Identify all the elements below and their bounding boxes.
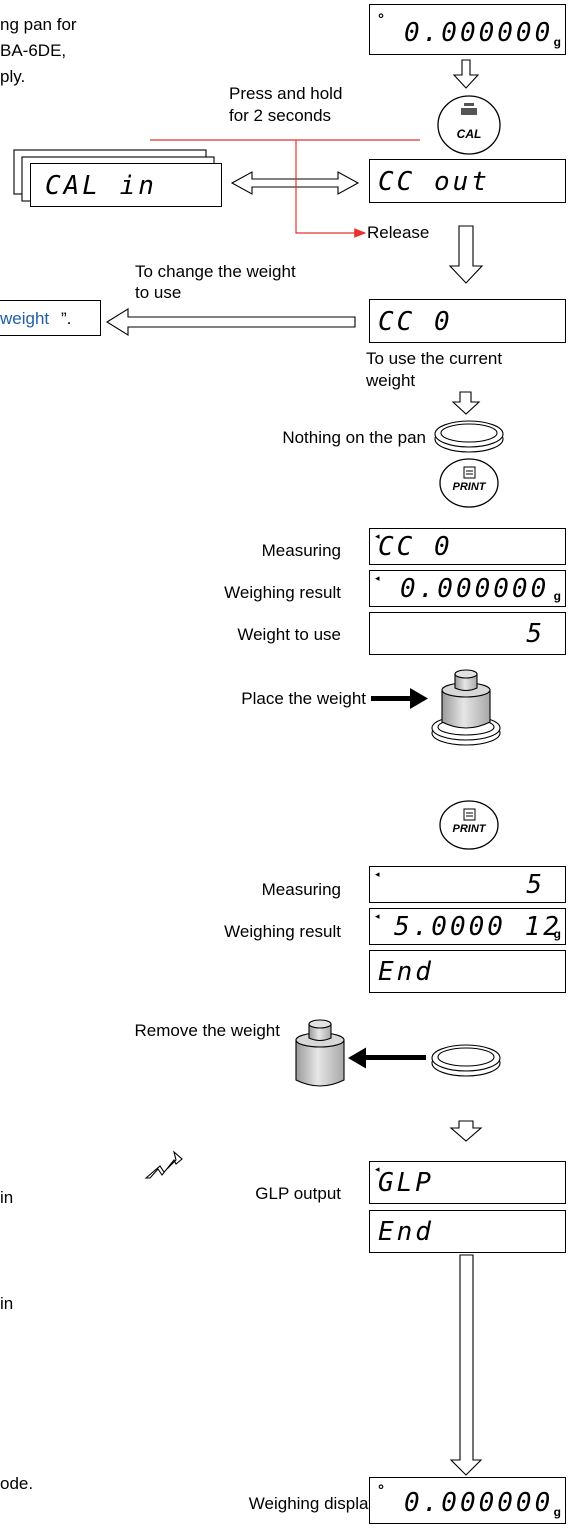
left-arrow bbox=[105, 308, 356, 336]
weighing-display-label: Weighing display bbox=[248, 1494, 377, 1513]
print-key-label-1: PRINT bbox=[452, 481, 486, 493]
fragment-in-2: in bbox=[0, 1294, 14, 1313]
display-measuring-cc0: ◂ CC 0 bbox=[369, 528, 566, 565]
display-cc-out: CC out bbox=[369, 159, 566, 203]
display-weight-5-value: 5 bbox=[526, 619, 545, 649]
display-top-unit: g bbox=[553, 35, 561, 49]
reference-box: weight ”. bbox=[0, 300, 101, 336]
print-key-1[interactable]: PRINT bbox=[440, 459, 498, 507]
down-arrow-1 bbox=[452, 59, 480, 89]
display-result-1-value: 0.000000 bbox=[400, 574, 550, 604]
empty-pan bbox=[434, 420, 504, 453]
fragment-in-1: in bbox=[0, 1188, 14, 1207]
display-cc-0: CC 0 bbox=[369, 299, 566, 343]
display-bottom-value: 0.000000 bbox=[404, 1488, 554, 1518]
result-indicator-1: ◂ bbox=[375, 573, 380, 583]
stable-indicator: ° bbox=[378, 11, 384, 28]
display-cal-in-value: CAL in bbox=[45, 171, 157, 201]
display-result-2-unit: g bbox=[553, 927, 561, 941]
display-bottom-unit: g bbox=[553, 1505, 561, 1519]
double-arrow bbox=[230, 171, 360, 195]
print-key-label-2: PRINT bbox=[452, 823, 486, 835]
display-end-2-value: End bbox=[378, 1217, 434, 1247]
print-key-2[interactable]: PRINT bbox=[440, 801, 498, 849]
glp-output-icon bbox=[144, 1150, 183, 1179]
glp-indicator: ◂ bbox=[375, 1164, 380, 1174]
measuring-indicator-1: ◂ bbox=[375, 531, 380, 541]
change-weight-label-1: To change the weight bbox=[135, 262, 296, 281]
removed-weight bbox=[295, 1019, 345, 1087]
place-arrow bbox=[371, 688, 428, 709]
reference-end: ”. bbox=[61, 309, 72, 328]
place-weight-label: Place the weight bbox=[241, 689, 366, 708]
stable-indicator-bottom: ° bbox=[378, 1482, 384, 1499]
display-cc-out-value: CC out bbox=[378, 167, 490, 197]
press-hold-label-2: for 2 seconds bbox=[229, 106, 332, 125]
fragment-ode: ode. bbox=[0, 1474, 34, 1493]
current-weight-label-2: weight bbox=[366, 371, 416, 390]
display-bottom: ° 0.000000 g bbox=[369, 1477, 566, 1524]
empty-pan-2 bbox=[431, 1044, 501, 1077]
release-label: Release bbox=[367, 223, 430, 242]
cal-key-label: CAL bbox=[456, 127, 482, 141]
display-end-2: End bbox=[369, 1210, 566, 1253]
measuring-label-2: Measuring bbox=[261, 880, 341, 899]
display-result-2-value: 5.0000 12 bbox=[394, 912, 562, 942]
cal-key-shape bbox=[437, 95, 501, 155]
display-end-1-value: End bbox=[378, 957, 434, 987]
remove-weight-label: Remove the weight bbox=[134, 1021, 280, 1040]
reference-link[interactable]: weight bbox=[0, 309, 50, 328]
intro-line-3: ply. bbox=[0, 67, 26, 86]
weighing-result-label-2: Weighing result bbox=[224, 922, 341, 941]
display-top: ° 0.000000 g bbox=[369, 4, 566, 55]
display-result-1-unit: g bbox=[553, 589, 561, 603]
result-indicator-2: ◂ bbox=[375, 911, 380, 921]
cal-key[interactable]: CAL bbox=[438, 96, 500, 154]
nothing-on-pan-label: Nothing on the pan bbox=[282, 428, 426, 447]
display-cc-0-value: CC 0 bbox=[378, 307, 453, 337]
down-arrow-long bbox=[449, 1254, 483, 1476]
display-result-1: ◂ 0.000000 g bbox=[369, 570, 566, 607]
down-arrow-2 bbox=[448, 225, 484, 284]
display-measuring-cc0-value: CC 0 bbox=[378, 532, 453, 562]
display-top-value: 0.000000 bbox=[404, 18, 554, 48]
display-result-2: ◂ 5.0000 12 g bbox=[369, 908, 566, 945]
down-arrow-4 bbox=[449, 1120, 483, 1142]
measuring-indicator-2: ◂ bbox=[375, 869, 380, 879]
remove-arrow bbox=[348, 1047, 426, 1069]
weight-on-pan bbox=[431, 669, 501, 746]
display-glp-value: GLP bbox=[378, 1168, 434, 1198]
print-key-shape-2 bbox=[439, 800, 499, 850]
display-cal-in: CAL in bbox=[30, 163, 222, 207]
print-key-shape-1 bbox=[439, 458, 499, 508]
weight-to-use-label: Weight to use bbox=[237, 625, 341, 644]
current-weight-label-1: To use the current bbox=[366, 349, 503, 368]
display-end-1: End bbox=[369, 950, 566, 993]
down-arrow-3 bbox=[451, 391, 481, 415]
display-measuring-5-value: 5 bbox=[526, 870, 545, 900]
display-measuring-5: ◂ 5 bbox=[369, 866, 566, 903]
weighing-result-label-1: Weighing result bbox=[224, 583, 341, 602]
change-weight-label-2: to use bbox=[135, 283, 182, 302]
intro-line-2: BA-6DE, bbox=[0, 41, 67, 60]
press-hold-label-1: Press and hold bbox=[229, 84, 343, 103]
display-weight-5: 5 bbox=[369, 612, 566, 655]
intro-line-1: ng pan for bbox=[0, 15, 77, 34]
glp-output-label: GLP output bbox=[255, 1184, 341, 1203]
display-glp: ◂ GLP bbox=[369, 1161, 566, 1204]
measuring-label-1: Measuring bbox=[261, 541, 341, 560]
